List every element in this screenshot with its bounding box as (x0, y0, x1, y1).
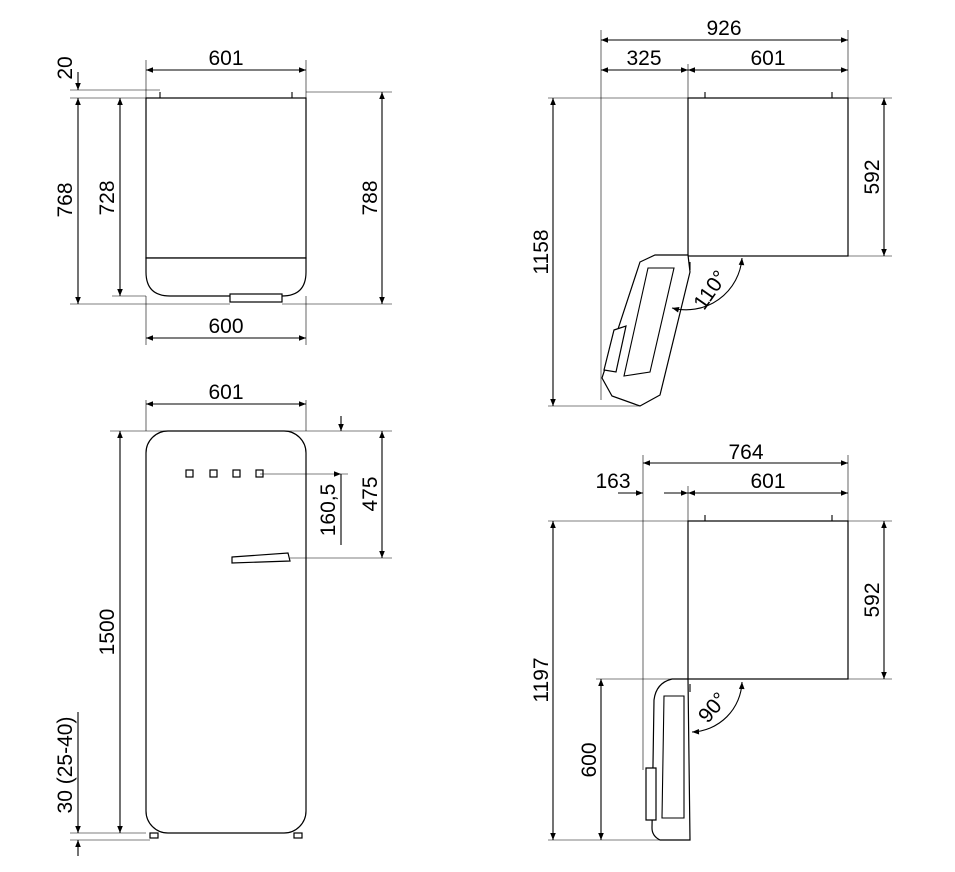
label-325: 325 (626, 47, 661, 70)
logo-letter-e-icon (232, 469, 241, 478)
door-110-handle (603, 325, 627, 373)
door-90-inner (661, 695, 685, 819)
fridge-front-body (145, 430, 307, 834)
label-1197: 1197 (530, 657, 553, 702)
door-110-view: 926 325 601 592 1158 110° (530, 17, 892, 407)
door-90-view: 764 163 601 592 1197 600 90° (530, 441, 892, 841)
label-926: 926 (706, 17, 741, 40)
top-view-handle (229, 293, 283, 303)
label-90-601: 601 (750, 470, 785, 493)
label-bottom-width: 600 (208, 315, 243, 338)
top-view-door (145, 257, 307, 297)
logo-letter-m-icon (209, 469, 218, 478)
label-front-width: 601 (208, 381, 243, 404)
label-475: 475 (359, 476, 382, 511)
label-768: 768 (54, 182, 77, 217)
front-foot-left (149, 832, 159, 839)
label-angle-90: 90° (694, 688, 732, 727)
label-angle-110: 110° (689, 267, 732, 315)
label-top-width: 601 (208, 47, 243, 70)
front-handle (231, 552, 291, 564)
logo-letter-s-icon (185, 469, 194, 478)
label-110-592: 592 (861, 159, 884, 194)
label-90-592: 592 (861, 582, 884, 617)
top-view-body (145, 97, 307, 259)
label-600: 600 (578, 742, 601, 777)
label-163: 163 (595, 470, 630, 493)
front-foot-right (293, 832, 303, 839)
front-view: 601 1500 160,5 475 30 (25-40) (54, 381, 392, 856)
label-788: 788 (359, 180, 382, 215)
label-feet: 30 (25-40) (54, 717, 77, 814)
door-110-inner (623, 267, 675, 377)
label-1158: 1158 (530, 229, 553, 274)
label-gap: 20 (54, 56, 77, 79)
angle-90-arc (691, 681, 745, 735)
label-110-601: 601 (750, 47, 785, 70)
label-764: 764 (728, 441, 763, 464)
label-160-5: 160,5 (317, 484, 340, 537)
door-90-handle (645, 767, 657, 821)
door-90-body (687, 520, 849, 680)
label-728: 728 (96, 180, 119, 215)
door-110-body (687, 97, 849, 257)
angle-110-arc (671, 257, 745, 313)
logo-letter-g-icon (255, 469, 264, 478)
top-view: 601 600 20 768 728 788 (54, 47, 392, 345)
label-1500: 1500 (96, 609, 119, 656)
